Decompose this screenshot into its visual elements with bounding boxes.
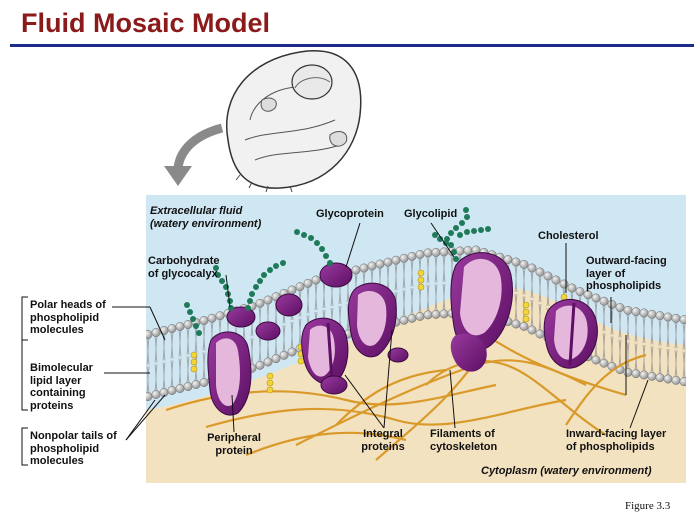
integral-proteins xyxy=(207,252,598,416)
glycoprotein-protein xyxy=(319,262,353,288)
extracellular-fluid-label: Extracellular fluid (watery environment) xyxy=(150,205,262,230)
cholesterol-label: Cholesterol xyxy=(538,230,599,242)
zoom-arrow xyxy=(164,123,224,186)
filaments-label: Filaments of cytoskeleton xyxy=(430,428,498,453)
peripheral-protein-label: Peripheral protein xyxy=(207,432,261,457)
peripheral-proteins xyxy=(226,293,409,395)
outer-polar-heads xyxy=(146,245,686,339)
glycoprotein-label: Glycoprotein xyxy=(316,208,384,220)
membrane-panel: Extracellular fluid (watery environment)… xyxy=(146,195,686,483)
nonpolar-tails-label: Nonpolar tails of phospholipid molecules xyxy=(30,430,117,467)
integral-proteins-label: Integral proteins xyxy=(361,428,405,453)
membrane-drawing xyxy=(146,195,686,483)
outward-layer-label: Outward-facing layer of phospholipids xyxy=(586,255,667,292)
carbohydrate-label: Carbohydrate of glycocalyx xyxy=(148,255,220,280)
figure-caption: Figure 3.3 xyxy=(625,500,671,512)
cell-body xyxy=(226,50,362,193)
title-rule xyxy=(10,44,694,47)
cytoplasm-label: Cytoplasm (watery environment) xyxy=(481,465,652,477)
slide-title: Fluid Mosaic Model xyxy=(21,8,271,38)
polar-heads-label: Polar heads of phospholipid molecules xyxy=(30,299,106,336)
bimolecular-layer-label: Bimolecular lipid layer containing prote… xyxy=(30,362,93,412)
glycolipid-label: Glycolipid xyxy=(404,208,458,220)
inward-layer-label: Inward-facing layer of phospholipids xyxy=(566,428,667,453)
